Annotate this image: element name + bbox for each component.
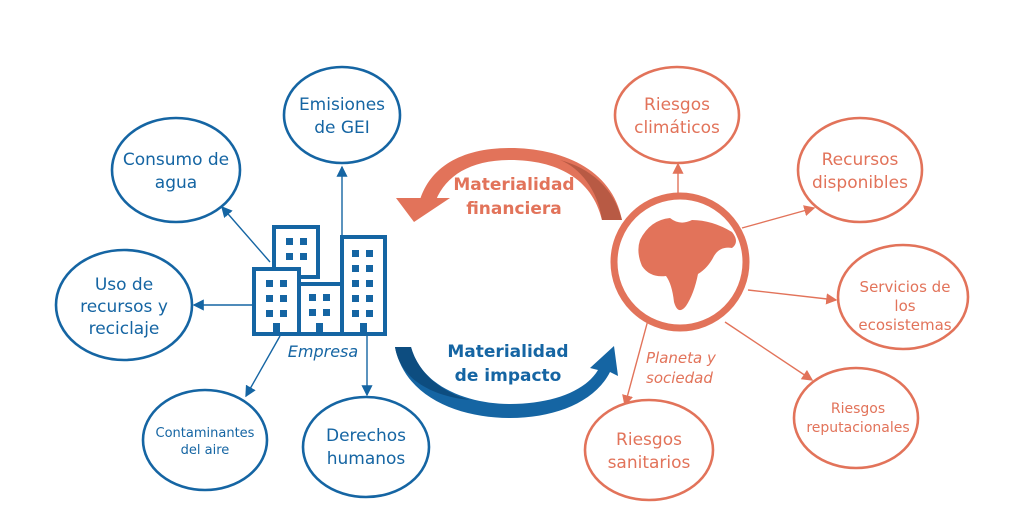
topic-label: humanos (327, 449, 406, 469)
financial-materiality-arrow (396, 148, 622, 222)
topic-label: Contaminantes (156, 426, 255, 441)
topic-label: de GEI (314, 118, 370, 138)
topic-label: reciclaje (89, 319, 160, 339)
topic-human-rights: Derechos humanos (301, 395, 431, 499)
risk-available-resources: Recursos disponibles (796, 116, 924, 224)
connector-reputational (724, 321, 814, 381)
topic-emissions: Emisiones de GEI (282, 65, 402, 165)
connector-air (245, 335, 281, 398)
risk-reputational: Riesgos reputacionales (792, 366, 920, 470)
risk-label: Riesgos (644, 95, 710, 115)
label-line: Materialidad (447, 342, 568, 362)
globe-icon (610, 192, 750, 332)
risk-label: Riesgos (616, 430, 682, 450)
planet-connectors (622, 162, 838, 407)
topic-air: Contaminantes del aire (141, 388, 269, 492)
topic-label: recursos y (80, 297, 168, 317)
label-line: Materialidad (453, 175, 574, 195)
risk-label: reputacionales (806, 420, 909, 436)
topic-label: Uso de (95, 275, 153, 295)
topic-label: agua (155, 173, 197, 193)
connector-health (622, 319, 649, 407)
risk-label: Servicios de (860, 278, 951, 296)
planet-label-line: sociedad (646, 369, 713, 387)
risk-health: Riesgos sanitarios (583, 398, 715, 502)
topic-label: Derechos (326, 426, 406, 446)
connector-water (221, 205, 271, 263)
planet-label: Planeta y sociedad (646, 349, 717, 387)
topic-label: Consumo de (123, 150, 229, 170)
connector-ecosystems (747, 289, 838, 305)
planet-label-line: Planeta y (646, 349, 717, 367)
label-line: de impacto (455, 366, 562, 386)
risk-label: Recursos (822, 150, 899, 170)
financial-materiality-label: Materialidad financiera (453, 175, 574, 219)
risk-label: los (894, 297, 915, 315)
risk-label: Riesgos (831, 401, 885, 417)
risk-label: climáticos (634, 118, 720, 138)
topic-label: Emisiones (299, 95, 385, 115)
company-connectors (192, 165, 373, 398)
topic-label: del aire (181, 443, 230, 458)
company-label: Empresa (288, 342, 358, 361)
risk-climate: Riesgos climáticos (613, 65, 741, 165)
risk-label: disponibles (812, 173, 908, 193)
building-icon (252, 225, 387, 336)
label-line: financiera (466, 199, 562, 219)
risk-label: sanitarios (608, 453, 691, 473)
impact-materiality-label: Materialidad de impacto (447, 342, 568, 386)
connector-available-resources (741, 205, 816, 229)
topic-water: Consumo de agua (110, 116, 242, 224)
impact-materiality-arrow (395, 346, 618, 418)
risk-label: ecosistemas (858, 316, 951, 334)
